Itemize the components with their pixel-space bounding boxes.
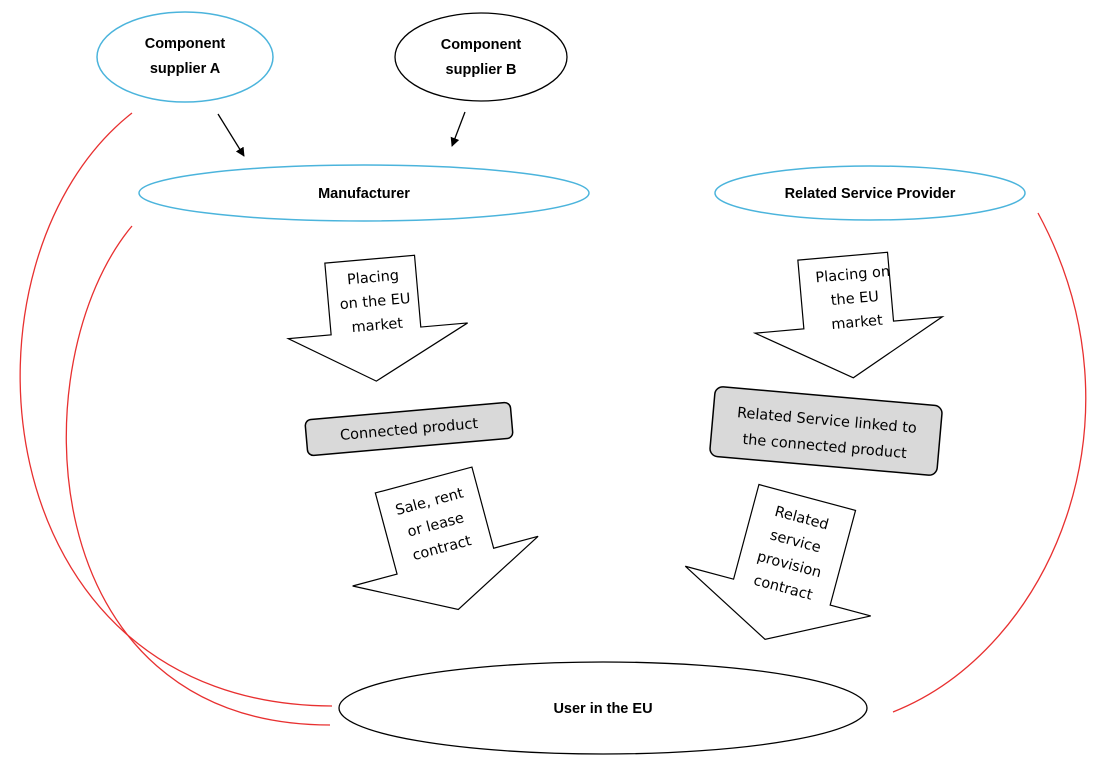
supplier-a-label-line-2: supplier A [150,61,221,77]
user-in-eu-label: User in the EU [553,701,652,717]
placing-right-line-3: market [831,313,884,333]
placing-left-line-1: Placing [346,268,399,288]
sale-contract-arrow: Sale, rent or lease contract [352,466,539,611]
placing-left-line-3: market [351,316,404,336]
placing-right-line-2: the EU [830,289,879,309]
component-supplier-b-node: Component supplier B [394,12,568,102]
service-provision-contract-arrow: Related service provision contract [684,483,871,641]
related-service-provider-node: Related Service Provider [714,165,1026,221]
related-service-provider-label: Related Service Provider [785,186,956,202]
user-in-eu-node: User in the EU [338,661,868,755]
connected-product-box: Connected product [304,401,514,457]
supplier-b-label-line-2: supplier B [446,62,517,78]
component-supplier-a-node: Component supplier A [96,11,274,103]
red-curve-right [892,212,1087,713]
placing-on-market-arrow-right: Placing on the EU market [752,251,945,379]
placing-left-line-2: on the EU [339,291,411,313]
supplier-b-label-line-1: Component [441,37,522,53]
arrow-supplier-a-to-manufacturer [217,113,245,157]
manufacturer-label: Manufacturer [318,186,410,202]
related-service-box: Related Service linked to the connected … [709,386,943,476]
placing-right-line-1: Placing on [815,264,891,286]
arrow-supplier-b-to-manufacturer [450,111,466,147]
supplier-a-label-line-1: Component [145,36,226,52]
red-curve-outer-left [19,112,333,707]
placing-on-market-arrow-left: Placing on the EU market [286,254,468,382]
manufacturer-node: Manufacturer [138,164,590,222]
red-curve-inner-left [65,225,331,726]
